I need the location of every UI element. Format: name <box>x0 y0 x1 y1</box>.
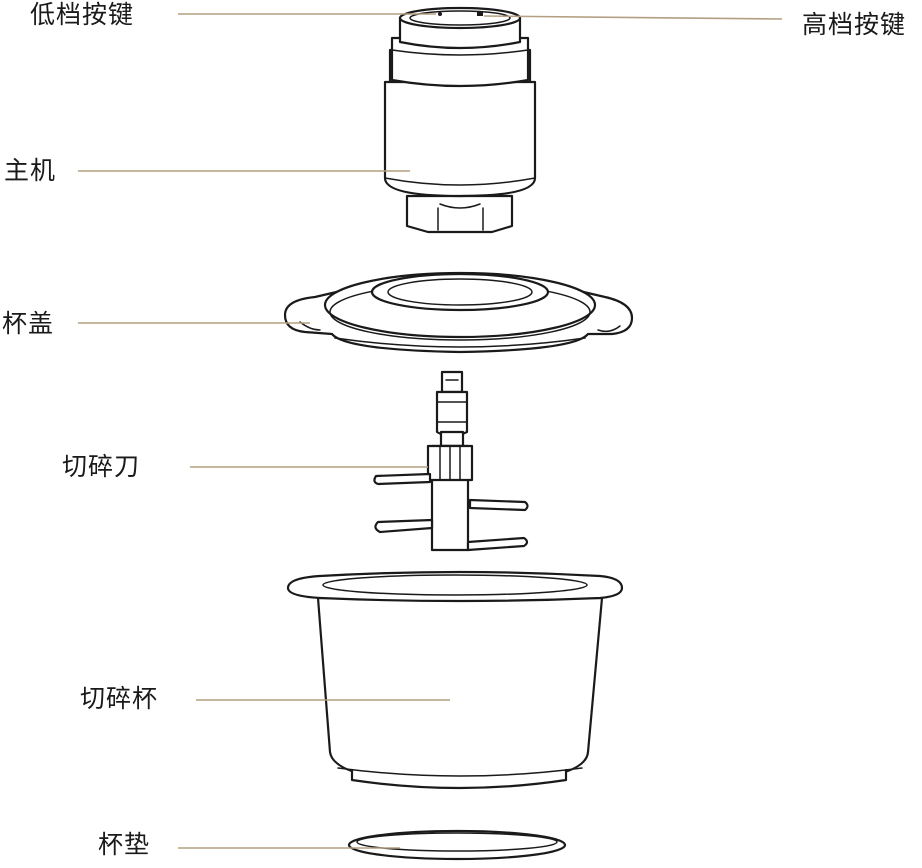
lid <box>283 271 634 354</box>
label-motor-unit: 主机 <box>4 156 57 185</box>
leader-high-button <box>483 15 783 20</box>
blade <box>373 370 529 552</box>
motor-unit <box>383 6 537 234</box>
label-lid: 杯盖 <box>2 309 55 338</box>
label-bowl: 切碎杯 <box>80 684 159 713</box>
base-pad <box>347 829 567 861</box>
label-high-button: 高档按键 <box>802 10 907 39</box>
bowl <box>286 570 624 790</box>
label-base-pad: 杯垫 <box>98 830 151 859</box>
label-blade: 切碎刀 <box>62 452 141 481</box>
label-low-button: 低档按键 <box>30 0 135 29</box>
